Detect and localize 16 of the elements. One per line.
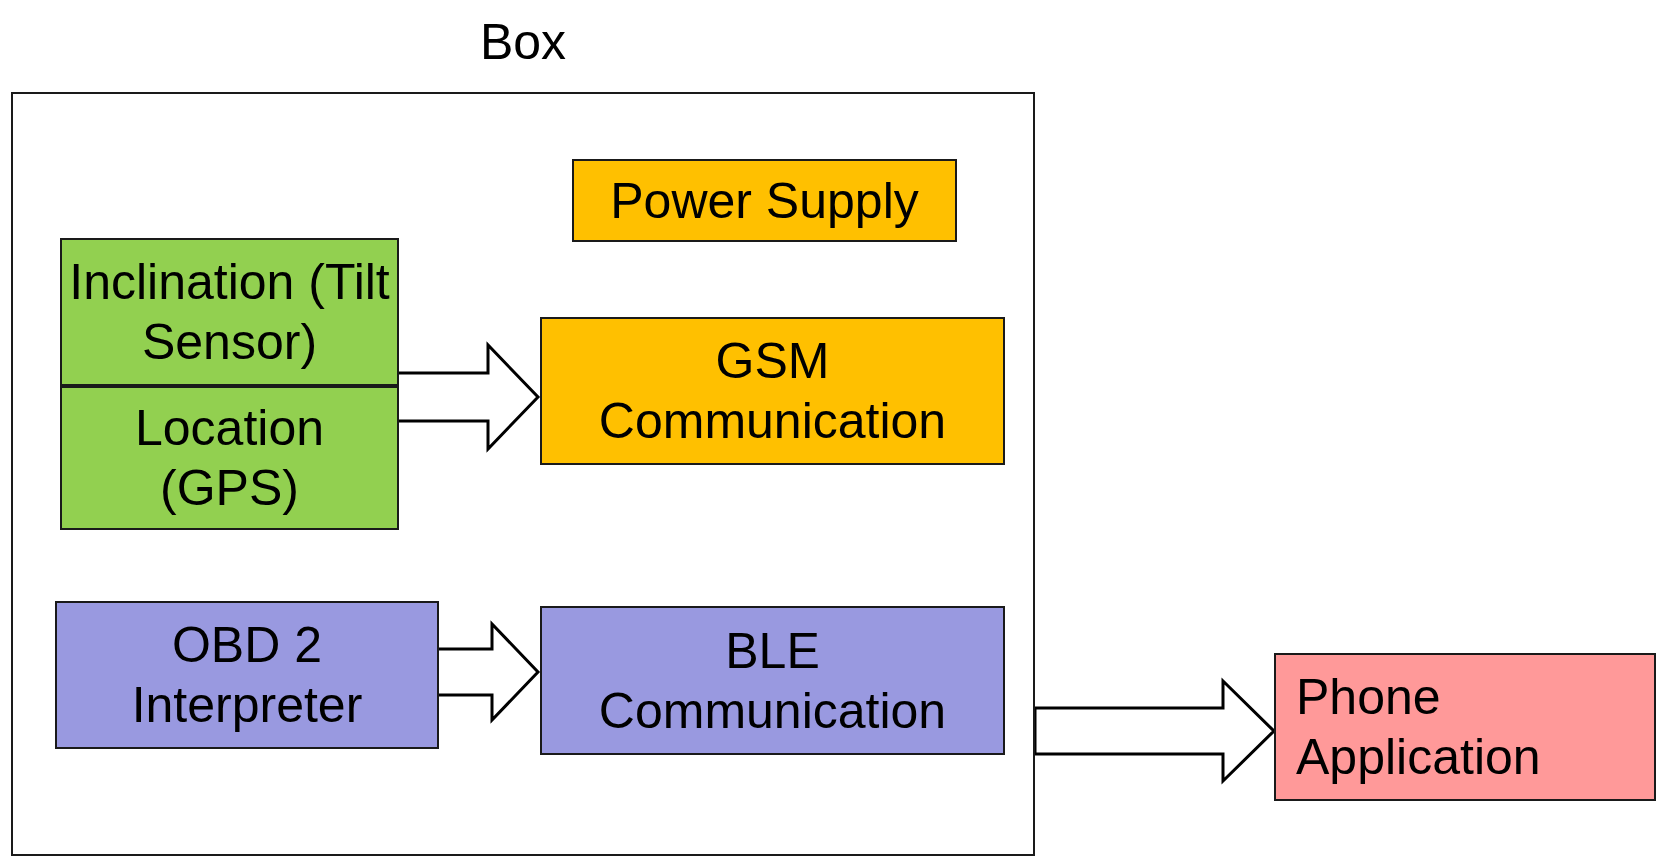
block-arrow [1033, 677, 1277, 785]
box-label: BLE Communication [597, 621, 948, 741]
box-label: Location (GPS) [133, 399, 325, 518]
component-box [1274, 653, 1656, 801]
component-box [572, 159, 957, 242]
component-box [55, 601, 439, 749]
box-label: GSM Communication [597, 332, 948, 451]
component-box [540, 317, 1005, 465]
component-box [540, 606, 1005, 755]
box-label: OBD 2 Interpreter [130, 616, 364, 735]
component-box [60, 386, 399, 530]
component-box [60, 238, 399, 386]
box-title: Box [478, 13, 568, 72]
box-label: Phone Application [1296, 668, 1542, 787]
box-label: Inclination (Tilt Sensor) [68, 253, 391, 372]
box-label: Power Supply [610, 171, 919, 231]
